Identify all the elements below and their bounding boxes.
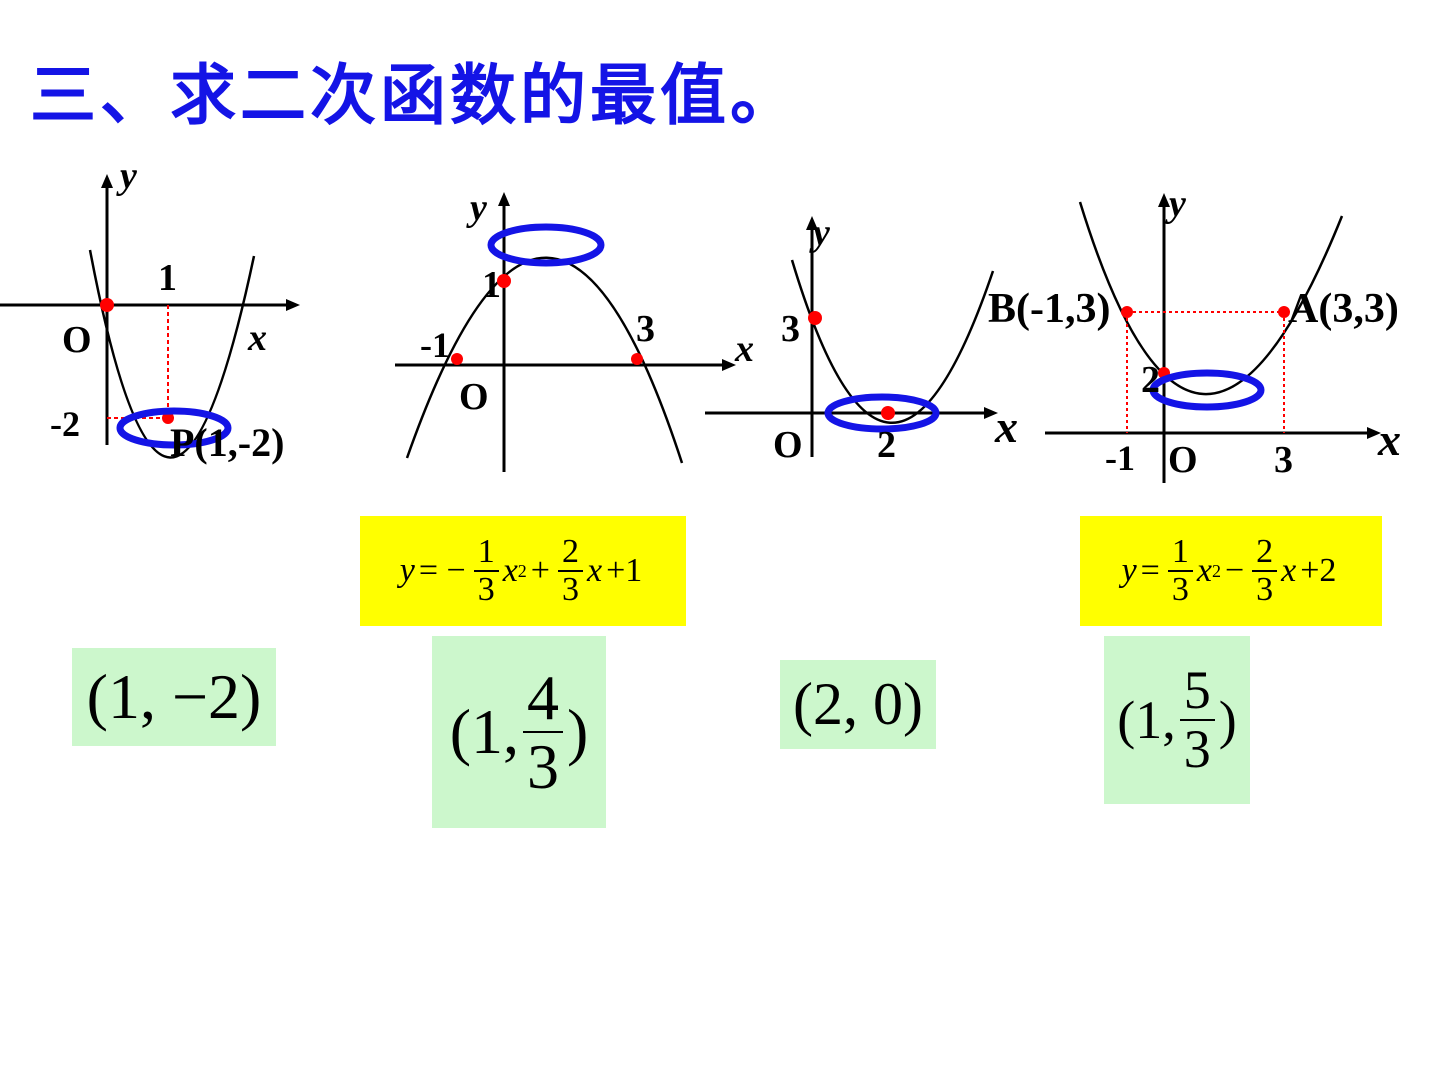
graph-2: y x O 1 -1 3 — [395, 187, 754, 472]
formula-tail: +2 — [1300, 552, 1337, 589]
point-intercept-y — [497, 274, 511, 288]
answer-box-3: (2, 0) — [780, 660, 936, 749]
denominator: 3 — [1183, 719, 1211, 779]
denominator: 3 — [477, 571, 495, 608]
tick-label-3: 3 — [781, 308, 800, 350]
graph-3: y x O 3 2 — [705, 212, 1018, 466]
tick-label-neg2: -2 — [50, 404, 80, 444]
numerator: 1 — [473, 534, 499, 572]
x-label: x — [1377, 414, 1401, 465]
origin-label: O — [773, 424, 803, 466]
denominator: 3 — [1256, 571, 1274, 608]
page-title: 三、求二次函数的最值。 — [30, 57, 800, 134]
x-label: x — [994, 401, 1018, 452]
numerator: 1 — [1167, 534, 1193, 572]
highlight-ring — [824, 393, 940, 433]
answer-box-1: (1, −2) — [72, 648, 276, 746]
highlight-ring — [487, 223, 605, 267]
x-label: x — [734, 328, 754, 370]
tick-label-2: 2 — [877, 424, 896, 466]
y-label: y — [116, 155, 137, 197]
formula-op: − — [1224, 552, 1245, 589]
formula-tail: +1 — [606, 552, 643, 589]
formula-var: x — [1196, 552, 1212, 589]
y-axis-arrow-icon — [1158, 193, 1170, 207]
answer-prefix: (1, — [449, 696, 519, 767]
numerator: 2 — [557, 534, 583, 572]
tick-label-neg1: -1 — [420, 325, 450, 365]
x-axis-arrow-icon — [286, 299, 300, 311]
point-root-3 — [631, 353, 643, 365]
x-axis-arrow-icon — [722, 359, 736, 371]
parabola — [405, 256, 684, 464]
denominator: 3 — [561, 571, 579, 608]
parabola — [88, 249, 256, 459]
graph-1: y x O 1 -2 P(1,-2) — [0, 155, 300, 465]
graph-4: y x O 2 -1 3 B(-1,3) A(3,3) — [988, 183, 1401, 483]
tick-label-2: 2 — [1141, 359, 1160, 401]
point-a-label: A(3,3) — [1288, 286, 1399, 332]
tick-label-1: 1 — [158, 257, 177, 299]
formula-var: x — [502, 552, 518, 589]
tick-label-3: 3 — [636, 308, 655, 350]
answer-suffix: ) — [567, 696, 589, 767]
answer-text: (2, 0) — [793, 671, 923, 737]
point-intercept-y — [808, 311, 822, 325]
parabola — [790, 259, 995, 424]
answer-prefix: (1, — [1117, 690, 1176, 750]
x-axis-arrow-icon — [984, 407, 998, 419]
formula-lhs: y — [399, 552, 415, 589]
numerator: 4 — [523, 664, 563, 733]
y-axis-arrow-icon — [806, 216, 818, 230]
vertex-label: P(1,-2) — [170, 420, 284, 465]
x-label: x — [247, 317, 267, 359]
formula-exponent: 2 — [517, 560, 527, 581]
point-vertex — [881, 406, 895, 420]
tick-label-3: 3 — [1274, 439, 1293, 481]
origin-label: O — [459, 376, 489, 418]
answer-text: (1, −2) — [86, 661, 262, 732]
formula-eq: = − — [418, 552, 466, 589]
answer-suffix: ) — [1218, 690, 1237, 750]
formula-op: + — [530, 552, 550, 589]
tick-label-neg1: -1 — [1105, 438, 1135, 478]
point-intercept — [100, 298, 114, 312]
point-vertex — [162, 412, 174, 424]
origin-label: O — [1168, 439, 1198, 481]
highlight-ring — [1149, 369, 1265, 411]
formula-exponent: 2 — [1211, 560, 1221, 581]
numerator: 2 — [1252, 534, 1278, 572]
denominator: 3 — [1171, 571, 1189, 608]
formula-lhs: y — [1121, 552, 1137, 589]
tick-label-1: 1 — [482, 264, 501, 306]
y-label: y — [809, 212, 830, 254]
y-label: y — [466, 187, 487, 229]
origin-label: O — [62, 319, 92, 361]
y-axis-arrow-icon — [101, 174, 113, 188]
formula-var: x — [586, 552, 603, 589]
y-label: y — [1165, 183, 1186, 225]
point-a — [1278, 306, 1290, 318]
x-axis-arrow-icon — [1367, 427, 1381, 439]
denominator: 3 — [527, 731, 559, 802]
point-b-label: B(-1,3) — [988, 286, 1110, 332]
numerator: 5 — [1179, 662, 1215, 721]
highlight-ring — [116, 407, 232, 449]
y-axis-arrow-icon — [498, 192, 510, 206]
point-root-neg1 — [451, 353, 463, 365]
point-b — [1121, 306, 1133, 318]
formula-var: x — [1281, 552, 1297, 589]
parabola — [1078, 201, 1344, 396]
formula-eq: = — [1140, 552, 1160, 589]
